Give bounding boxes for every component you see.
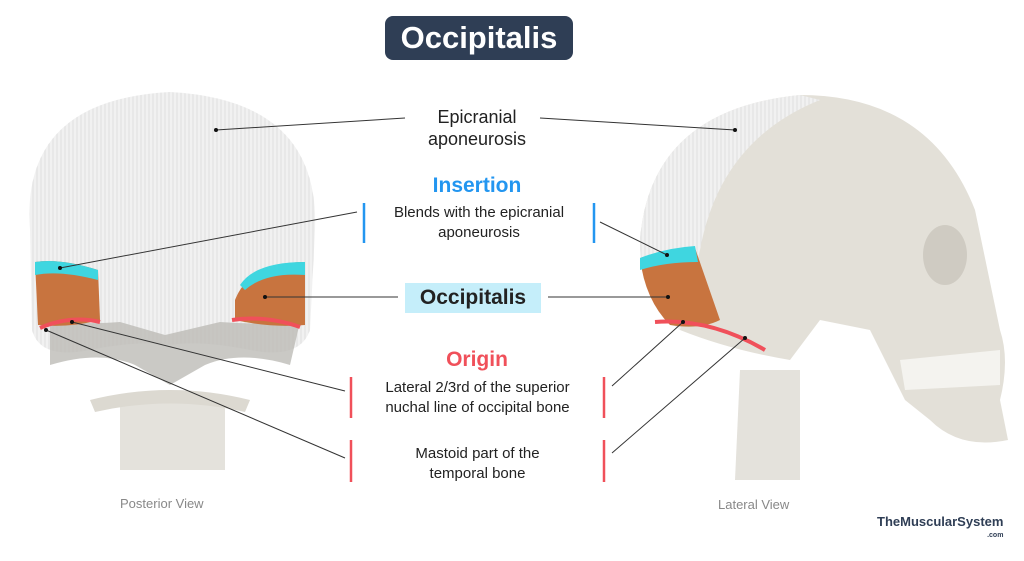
posterior-view-caption: Posterior View <box>120 496 204 511</box>
origin-heading: Origin <box>446 348 508 371</box>
watermark-logo: TheMuscularSystem .com <box>877 514 1003 540</box>
lateral-view-caption: Lateral View <box>718 497 790 512</box>
label-line: Lateral 2/3rd of the superior <box>385 379 570 396</box>
watermark-name: TheMuscularSystem <box>877 514 1004 529</box>
occipitalis-left <box>35 261 100 326</box>
label-line: temporal bone <box>429 465 526 482</box>
label-line: aponeurosis <box>438 224 520 241</box>
epicranial-aponeurosis-label: Epicranial aponeurosis <box>380 106 574 150</box>
origin-description-2: Mastoid part of the temporal bone <box>353 444 602 484</box>
bracket-bars <box>349 203 606 482</box>
insertion-heading: Insertion <box>432 174 522 197</box>
leader-lines <box>45 117 746 459</box>
label-line: Blends with the epicranial <box>393 204 565 221</box>
origin-description-1: Lateral 2/3rd of the superior nuchal lin… <box>353 378 602 418</box>
label-line: nuchal line of occipital bone <box>385 399 570 416</box>
label-line: Mastoid part of the <box>415 445 540 462</box>
occipitalis-lateral <box>640 248 720 327</box>
insertion-description: Blends with the epicranial aponeurosis <box>366 203 592 243</box>
watermark-tld: .com <box>987 532 1004 539</box>
label-line: Epicranial <box>437 107 517 127</box>
posterior-skull <box>29 92 316 470</box>
label-line: aponeurosis <box>427 129 527 149</box>
lateral-skull <box>640 95 1008 480</box>
page-title: Occipitalis <box>385 16 573 60</box>
muscle-name-label: Occipitalis <box>405 283 541 313</box>
